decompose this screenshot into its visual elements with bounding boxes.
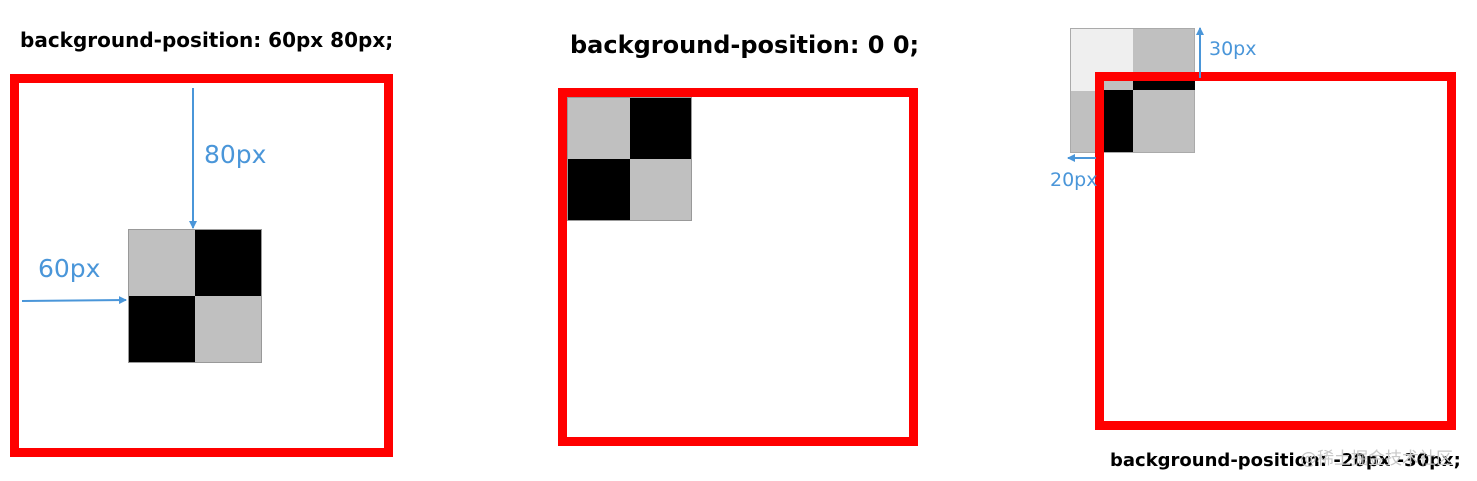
tile-cell-dark: [195, 230, 261, 296]
tile-cell-light: [629, 159, 691, 220]
panel3-tile-dark-top: [1133, 81, 1195, 90]
panel3-tile-visible: [1104, 81, 1133, 90]
tile-cell-light: [568, 98, 630, 159]
tile-cell-dark: [129, 296, 195, 362]
tile-cell-light: [129, 230, 195, 296]
panel2-frame: [558, 88, 918, 446]
panel1-caption: background-position: 60px 80px;: [20, 28, 394, 52]
panel3-caption: background-position: -20px -30px;: [1110, 450, 1461, 471]
watermark: @稀土掘金技术社区: [1300, 449, 1453, 469]
panel3-frame: [1095, 72, 1456, 430]
tile-cell-light: [195, 296, 261, 362]
tile-cell-dark: [629, 98, 691, 159]
panel3-label-y: 30px: [1209, 38, 1257, 60]
panel3-tile-dark-left: [1104, 90, 1133, 152]
panel1-frame: [10, 74, 393, 457]
panel1-tile: [128, 229, 262, 363]
tile-cell-dark: [568, 159, 630, 220]
panel2-caption: background-position: 0 0;: [570, 31, 920, 59]
panel3-label-x: 20px: [1050, 169, 1098, 191]
arrow-60px: [21, 296, 127, 305]
panel2-tile: [567, 97, 692, 221]
panel1-label-x: 60px: [38, 254, 101, 283]
panel1-label-y: 80px: [204, 140, 267, 169]
tile-cell-light: [1132, 90, 1194, 152]
